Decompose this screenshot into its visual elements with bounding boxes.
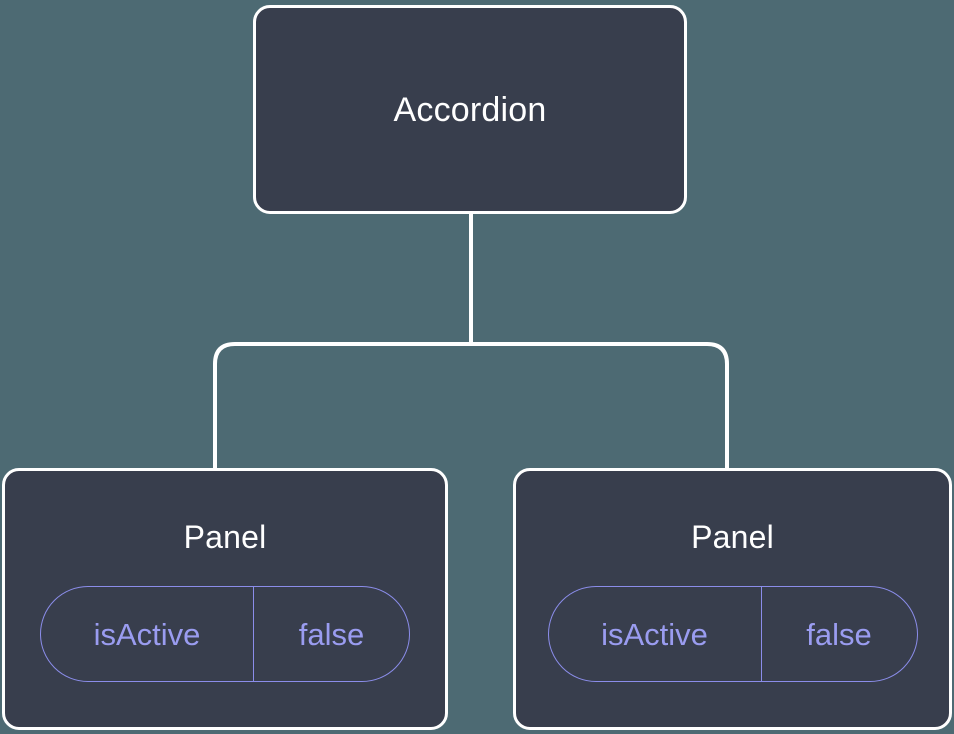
state-badge[interactable]: isActive false — [40, 586, 410, 682]
state-badge-key: isActive — [41, 587, 254, 681]
state-badge-value: false — [806, 616, 872, 652]
node-title: Panel — [183, 519, 267, 555]
state-badge[interactable]: isActive false — [547, 586, 918, 682]
state-badge-key: isActive — [549, 587, 762, 681]
tree-node-panel-1[interactable]: Panel isActive false — [2, 468, 448, 730]
tree-node-accordion[interactable]: Accordion — [253, 5, 687, 214]
node-title: Panel — [691, 519, 774, 555]
tree-node-panel-2[interactable]: Panel isActive false — [513, 468, 952, 730]
state-badge-value: false — [298, 616, 365, 652]
connector-branch-bar — [213, 342, 729, 470]
node-title: Accordion — [393, 90, 547, 129]
